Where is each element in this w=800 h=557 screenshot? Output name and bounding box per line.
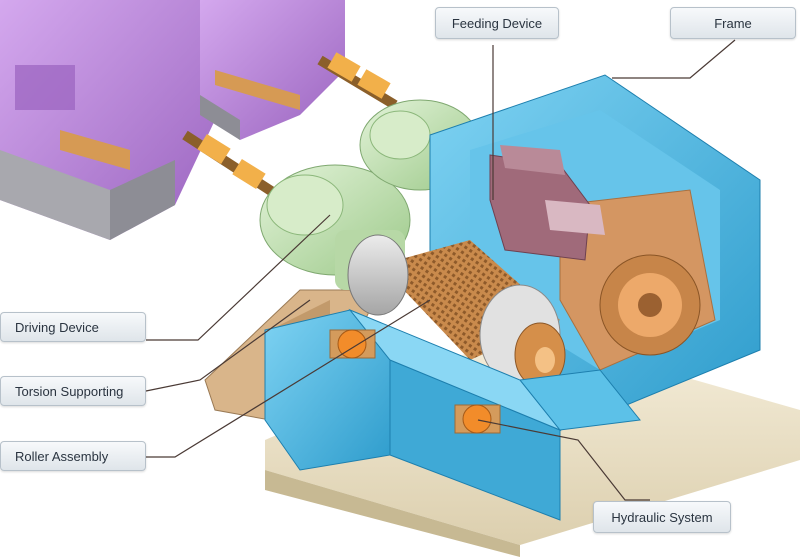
roller-assembly [347,234,566,388]
label-hydraulic-system: Hydraulic System [593,501,731,533]
label-frame: Frame [670,7,796,39]
drive-shafts [182,52,398,205]
leader-frame [612,39,736,79]
leader-driving-device [146,214,331,341]
motor-right [200,0,345,140]
label-roller-assembly: Roller Assembly [0,441,146,471]
label-torsion-supporting: Torsion Supporting [0,376,146,406]
leader-roller-assembly [146,299,431,458]
leader-torsion-supporting [145,299,311,392]
leader-hydraulic-system [477,419,650,501]
label-feeding-device: Feeding Device [435,7,559,39]
motor-left [0,0,215,240]
hydraulic-cylinders [329,329,501,434]
label-driving-device: Driving Device [0,312,146,342]
feeding-device [489,145,605,261]
leader-lines [145,39,736,501]
